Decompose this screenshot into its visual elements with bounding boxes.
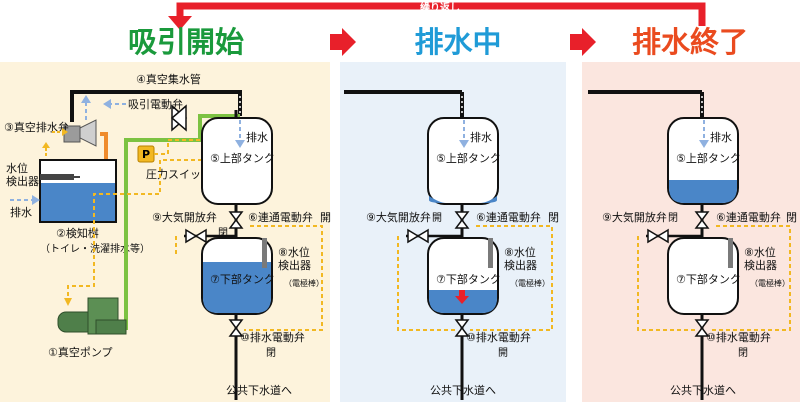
vent-valve-label: ⑨大気開放弁 (366, 210, 431, 224)
link-valve-label: ⑥連通電動弁 (716, 210, 781, 224)
panel-1-diagram: ④真空集水管 ③真空排水弁 水位検出器 排水 ②検知桝 （トイレ・洗濯排水等） … (4, 72, 242, 359)
lower-tank-label: ⑦下部タンク (210, 272, 275, 286)
vacuum-main-label: ④真空集水管 (136, 72, 201, 86)
electrode-label: （電極棒） (750, 278, 790, 288)
pump-label: ①真空ポンプ (48, 345, 113, 359)
link-valve-label: ⑥連通電動弁 (476, 210, 541, 224)
drain-valve-state: 閉 (738, 347, 748, 359)
vent-valve-state: 閉 (218, 227, 228, 239)
drain-valve-label: ⑩排水電動弁 (466, 330, 531, 344)
sewer-label: 公共下水道へ (226, 383, 292, 397)
sewer-label: 公共下水道へ (670, 383, 736, 397)
panel-1-tanks: 排水 ⑤上部タンク ⑥連通電動弁 開 ⑨大気開放弁 閉 ⑦下部タンク ⑧水位検出… (152, 110, 331, 400)
drain-in-label: 排水 (246, 130, 268, 144)
vacuum-valve-label: ③真空排水弁 (4, 120, 69, 134)
pressure-icon: P (142, 148, 150, 161)
electrode-label: （電極棒） (284, 278, 324, 288)
panel-drain-end (582, 62, 800, 402)
panel-2-tanks: 排水 ⑤上部タンク ⑥連通電動弁 閉 ⑨大気開放弁 開 ⑦下部タンク ⑧水位検出… (344, 90, 559, 400)
link-valve-state: 閉 (548, 211, 559, 224)
phase-title-drain-end: 排水終了 (632, 25, 748, 59)
lower-level-label: ⑧水位検出器 (504, 245, 537, 272)
vent-valve-label: ⑨大気開放弁 (602, 210, 667, 224)
link-valve-label: ⑥連通電動弁 (248, 210, 313, 224)
sensing-tank-label: ②検知桝 (56, 226, 99, 240)
phase-arrow-1 (330, 28, 356, 56)
vacuum-pump-icon (57, 297, 127, 335)
electrode-label: （電極棒） (510, 278, 550, 288)
sewer-label: 公共下水道へ (430, 383, 496, 397)
vent-valve-state: 閉 (668, 212, 678, 224)
drain-in-label: 排水 (710, 130, 732, 144)
vent-valve-label: ⑨大気開放弁 (152, 210, 217, 224)
loop-arrow (168, 2, 706, 30)
lower-level-label: ⑧水位検出器 (744, 245, 777, 272)
panel-suction-start (0, 62, 330, 402)
phase-arrow-2 (570, 28, 596, 56)
phase-title-suction-start: 吸引開始 (128, 25, 244, 59)
drain-arrow-label: 排水 (10, 205, 32, 219)
drain-valve-label: ⑩排水電動弁 (706, 330, 771, 344)
upper-tank-label: ⑤上部タンク (210, 151, 275, 165)
panel-3-tanks: 排水 ⑤上部タンク ⑥連通電動弁 閉 ⑨大気開放弁 閉 ⑦下部タンク ⑧水位検出… (588, 90, 797, 400)
upper-tank-label: ⑤上部タンク (436, 151, 501, 165)
loop-label: 繰り返し (420, 1, 460, 14)
link-valve-state: 開 (320, 211, 331, 224)
drain-valve-state: 閉 (266, 347, 276, 359)
drain-valve-label: ⑩排水電動弁 (240, 330, 305, 344)
drain-in-label: 排水 (470, 130, 492, 144)
pressure-switch-label: 圧力スイッチ (146, 168, 212, 181)
level-detector-label: 水位検出器 (6, 161, 39, 188)
lower-tank-label: ⑦下部タンク (436, 272, 501, 286)
vent-valve-state: 開 (432, 212, 442, 224)
link-valve-state: 閉 (786, 211, 797, 224)
upper-tank-label: ⑤上部タンク (676, 151, 741, 165)
lower-tank-label: ⑦下部タンク (676, 272, 741, 286)
drain-valve-state: 開 (498, 347, 508, 359)
suction-valve-label: 吸引電動弁 (128, 97, 183, 111)
lower-level-label: ⑧水位検出器 (278, 245, 311, 272)
phase-title-draining: 排水中 (414, 25, 501, 59)
panel-draining (340, 62, 566, 402)
